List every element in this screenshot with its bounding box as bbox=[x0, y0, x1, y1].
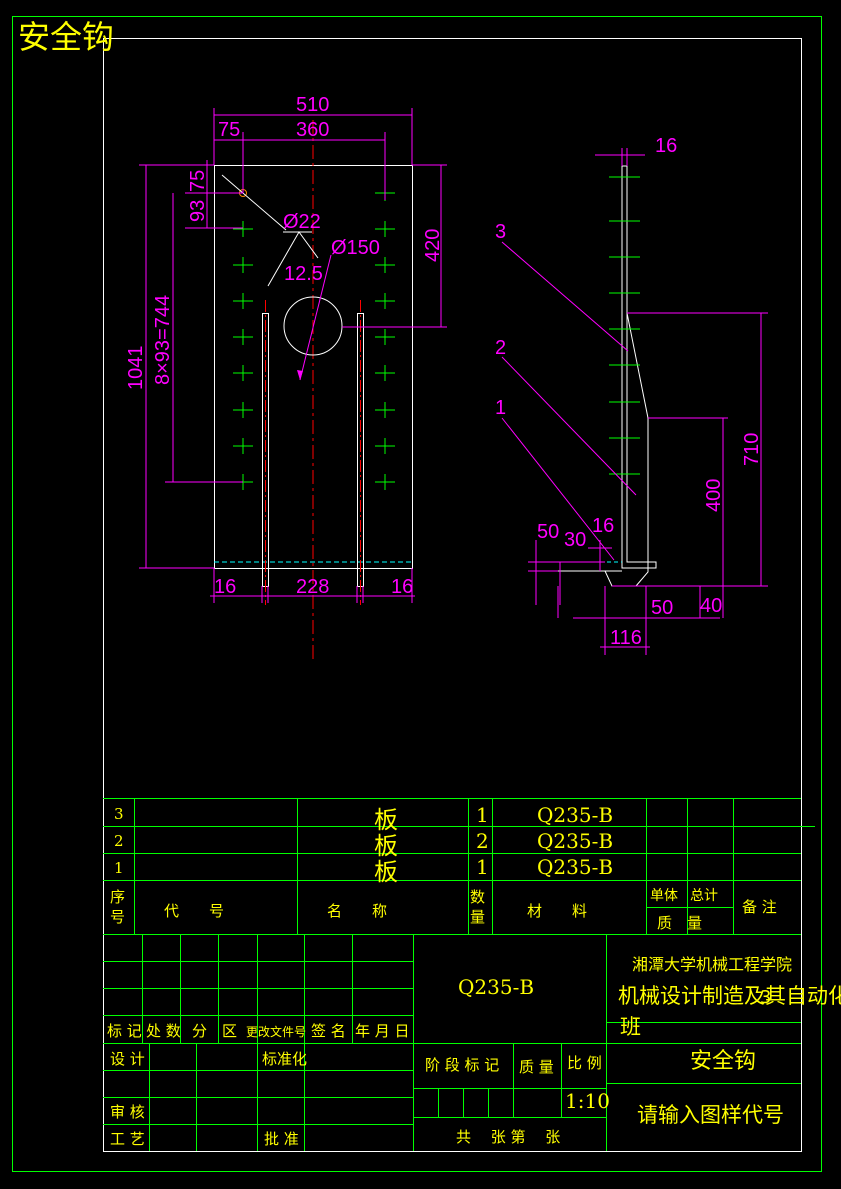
label-sign: 签 名 bbox=[311, 1022, 346, 1040]
side-plate bbox=[621, 165, 657, 569]
header-code: 代 号 bbox=[164, 902, 224, 920]
gusset-plate bbox=[626, 312, 649, 587]
dim-75-top: 75 bbox=[218, 119, 240, 141]
label-zone: 分 区 bbox=[192, 1022, 237, 1040]
school-name: 湘潭大学机械工程学院 bbox=[632, 955, 792, 974]
side-dim-16-top: 16 bbox=[655, 135, 677, 157]
header-mass: 质 量 bbox=[657, 914, 702, 932]
dim-1041: 1041 bbox=[125, 346, 147, 391]
part-row-name: 板 bbox=[374, 832, 398, 860]
label-mark: 标 记 bbox=[107, 1022, 142, 1040]
label-mass: 质 量 bbox=[519, 1058, 554, 1076]
label-standard: 标准化 bbox=[262, 1050, 307, 1068]
front-view: 510 75 360 75 93 Ø22 12.5 Ø150 420 1041 … bbox=[125, 94, 447, 662]
part-label-2: 2 bbox=[495, 337, 506, 359]
dim-chamfer: 12.5 bbox=[284, 263, 323, 285]
side-view: 16 3 2 1 710 400 50 30 16 50 40 116 bbox=[495, 135, 768, 655]
side-leaders bbox=[501, 241, 637, 561]
part-label-3: 3 bbox=[495, 221, 506, 243]
title-block-grid bbox=[103, 934, 801, 1151]
part-row-qty: 1 bbox=[476, 855, 489, 879]
large-hole-arrow bbox=[297, 370, 303, 380]
header-unit: 单体 bbox=[650, 888, 678, 904]
scale-value: 1:10 bbox=[565, 1089, 610, 1113]
label-design: 设 计 bbox=[110, 1050, 145, 1068]
large-hole-leader bbox=[299, 254, 332, 381]
part-row-no: 3 bbox=[114, 805, 124, 823]
dim-16-left: 16 bbox=[214, 576, 236, 598]
label-sheets: 共 张 第 张 bbox=[456, 1128, 560, 1146]
side-hole-marks bbox=[609, 176, 640, 475]
part-row-no: 2 bbox=[114, 832, 124, 850]
part-row-no: 1 bbox=[114, 859, 124, 877]
parts-list bbox=[103, 798, 815, 935]
side-dim-40: 40 bbox=[700, 595, 722, 617]
side-dim-lines bbox=[528, 148, 768, 655]
part-row-name: 板 bbox=[374, 858, 398, 886]
part-row-material: Q235-B bbox=[537, 855, 613, 879]
part-row-qty: 1 bbox=[476, 803, 489, 827]
outer-frame bbox=[12, 16, 822, 1172]
front-dim-lines bbox=[139, 108, 447, 603]
title-material: Q235-B bbox=[458, 975, 534, 999]
part-row-material: Q235-B bbox=[537, 829, 613, 853]
header-no: 序号 bbox=[110, 888, 125, 926]
header-total: 总计 bbox=[690, 888, 718, 904]
header-qty: 数量 bbox=[470, 888, 485, 926]
side-dim-50-left: 50 bbox=[537, 521, 559, 543]
dim-420: 420 bbox=[422, 229, 444, 262]
side-dim-710: 710 bbox=[741, 433, 763, 466]
side-dim-30: 30 bbox=[564, 529, 586, 551]
class-number: 3 bbox=[760, 987, 771, 1008]
part-row-qty: 2 bbox=[476, 829, 489, 853]
dim-360: 360 bbox=[296, 119, 329, 141]
header-name: 名 称 bbox=[327, 902, 387, 920]
label-review: 审 核 bbox=[110, 1103, 145, 1121]
side-dim-16-mid: 16 bbox=[592, 515, 614, 537]
label-change-doc: 更改文件号 bbox=[246, 1024, 306, 1039]
label-scale: 比 例 bbox=[567, 1054, 602, 1072]
side-dim-400: 400 bbox=[703, 479, 725, 512]
label-approve: 批 准 bbox=[264, 1130, 299, 1148]
dim-744: 8×93=744 bbox=[152, 295, 174, 385]
small-hole-leader bbox=[221, 174, 287, 231]
side-dim-50-bottom: 50 bbox=[651, 597, 673, 619]
drawing-name: 安全钩 bbox=[690, 1049, 756, 1074]
dim-phi150: Ø150 bbox=[331, 237, 380, 259]
label-stage: 阶 段 标 记 bbox=[425, 1056, 499, 1074]
part-label-1: 1 bbox=[495, 397, 506, 419]
dim-16-right: 16 bbox=[391, 576, 413, 598]
parts-list-rows: 3 板 1 Q235-B 2 板 2 Q235-B 1 板 1 Q235-B bbox=[114, 803, 613, 886]
class-line-1: 机械设计制造及其自动化 bbox=[618, 984, 841, 1008]
dim-75-left: 75 bbox=[187, 170, 209, 192]
dim-phi22: Ø22 bbox=[283, 211, 321, 233]
inner-frame bbox=[103, 38, 802, 1152]
part-row-name: 板 bbox=[374, 806, 398, 834]
part-row-material: Q235-B bbox=[537, 803, 613, 827]
drawing-title: 安全钩 bbox=[18, 18, 114, 56]
large-hole bbox=[283, 296, 343, 356]
class-line-2: 班 bbox=[620, 1015, 641, 1039]
dim-510: 510 bbox=[296, 94, 329, 116]
label-date: 年 月 日 bbox=[355, 1022, 410, 1040]
dim-228: 228 bbox=[296, 576, 329, 598]
label-process: 工 艺 bbox=[110, 1130, 145, 1148]
dim-93: 93 bbox=[187, 200, 209, 222]
header-remark: 备 注 bbox=[742, 898, 777, 916]
drawing-code: 请输入图样代号 bbox=[637, 1103, 784, 1127]
side-dim-116: 116 bbox=[610, 627, 642, 649]
base-plate bbox=[604, 570, 760, 587]
header-material: 材 料 bbox=[527, 902, 587, 920]
label-place-count: 处 数 bbox=[146, 1022, 181, 1040]
